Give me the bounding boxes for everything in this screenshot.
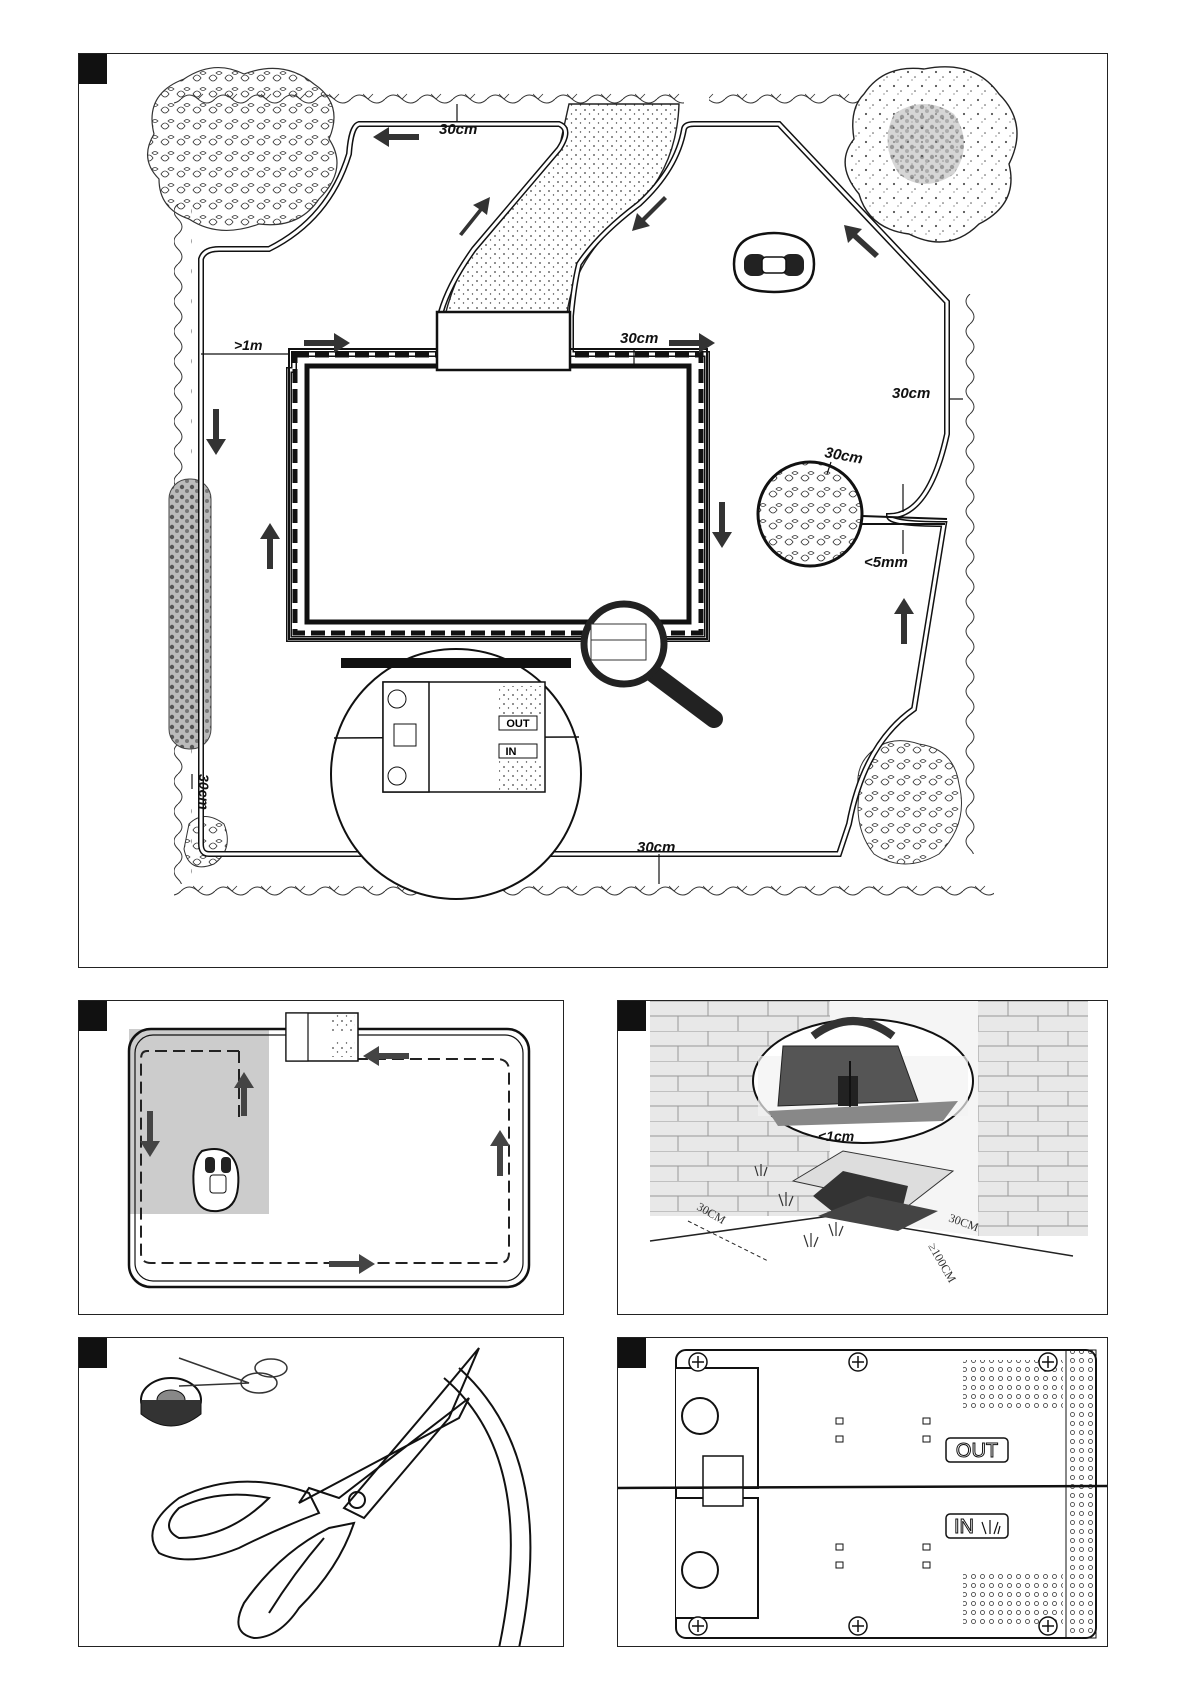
arrow-up-right <box>490 1130 510 1176</box>
panel-perimeter-path <box>78 1000 564 1315</box>
garden-diagram: 30cm >1m 30cm 30cm 30cm <5mm 30cm 30cm <box>79 54 1108 968</box>
panel-cut-wire <box>78 1337 564 1647</box>
label-pool-distance: 30cm <box>620 330 658 347</box>
flower-border-top-right <box>709 89 859 107</box>
station-out-label: OUT <box>506 718 530 730</box>
pool <box>289 349 707 639</box>
arrow-up-right <box>459 197 490 236</box>
station-in-label: IN <box>954 1516 974 1538</box>
patio-slab <box>437 312 570 370</box>
flower-border-bottom <box>174 882 994 902</box>
shrub-bottom-left <box>184 817 227 867</box>
label-lawn-edge: >1m <box>234 337 262 353</box>
panel-station-top-view: OUT IN <box>617 1337 1108 1647</box>
panel-station-placement: <1cm 30CM ≥100CM 30CM <box>617 1000 1108 1315</box>
cut-wire-diagram <box>79 1338 564 1647</box>
arrow-down-pool-right <box>712 502 732 548</box>
arrow-down-left-side <box>206 409 226 455</box>
label-tree-distance: 30cm <box>823 444 864 467</box>
flower-border-right <box>962 294 980 854</box>
tree-top-left <box>148 68 337 231</box>
label-left-distance: 30cm <box>196 774 212 810</box>
arrow-left <box>363 1046 409 1066</box>
station-top-diagram: OUT IN <box>618 1338 1108 1647</box>
panel-garden-layout: 30cm >1m 30cm 30cm 30cm <5mm 30cm 30cm <box>78 53 1108 968</box>
arrow-up-right-side <box>894 598 914 644</box>
station-placement-diagram: <1cm 30CM ≥100CM 30CM <box>618 1001 1108 1315</box>
arrow-left <box>373 127 419 147</box>
station-out-label: OUT <box>956 1440 998 1462</box>
arrow-right <box>329 1254 375 1274</box>
robot-mower <box>193 1149 238 1211</box>
robot-mower <box>734 233 814 292</box>
charging-station-top-view: OUT IN <box>618 1350 1108 1638</box>
large-scissors <box>152 1348 479 1638</box>
wire-strand <box>444 1368 530 1647</box>
flower-bed <box>758 462 862 566</box>
wall-right <box>978 1001 1088 1236</box>
label-front-distance: ≥100CM <box>925 1241 959 1286</box>
magnifier <box>584 604 714 719</box>
perimeter-diagram <box>79 1001 564 1315</box>
label-bottom-distance: 30cm <box>637 839 675 856</box>
label-gap: <5mm <box>864 554 908 571</box>
zoom-inset: OUT IN <box>331 649 581 899</box>
detail-inset <box>753 1019 973 1143</box>
label-gap: <1cm <box>818 1128 854 1144</box>
arrow-up-pool-left <box>260 523 280 569</box>
tree-top-right <box>845 67 1017 242</box>
charging-station-top <box>286 1013 358 1061</box>
hedge-left <box>169 479 211 749</box>
label-right-distance: 30cm <box>892 385 930 402</box>
label-top-distance: 30cm <box>439 121 477 138</box>
wire-to-bed <box>862 516 947 519</box>
arrow-up-left <box>844 225 879 258</box>
station-in-label: IN <box>506 746 517 758</box>
charging-station-zoom: OUT IN <box>383 682 545 792</box>
